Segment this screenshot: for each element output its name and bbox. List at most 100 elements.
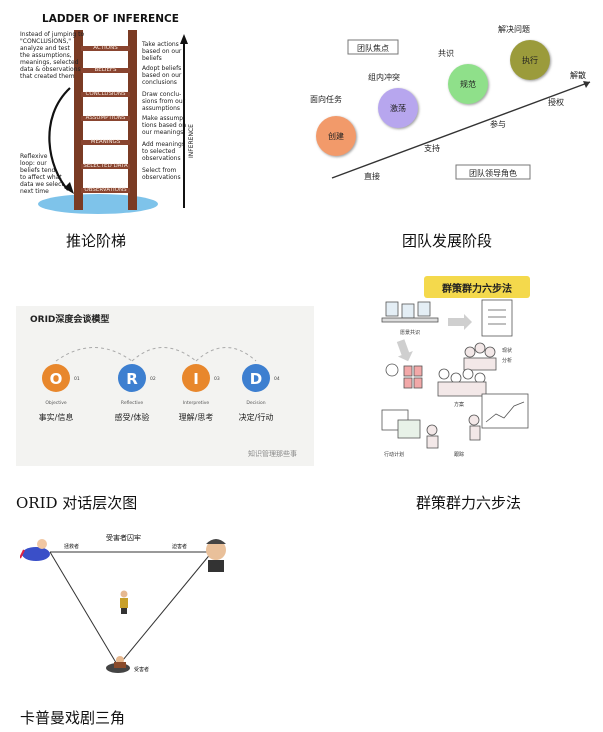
ladder-caption: 推论阶梯 [66,232,127,250]
ideas-icon [385,363,487,397]
ladder-title: LADDER OF INFERENCE [42,13,179,25]
ladder-note-line: based on our [142,72,182,79]
ladder-note-line: conclusions [142,79,177,86]
orid-num: 04 [274,376,280,382]
ladder-note-line: assumptions [142,105,180,112]
ladder-note-line: based on our [142,48,182,55]
orid-num: 03 [214,376,220,382]
ladder-note-line: loop: our [20,160,47,167]
orid-en: Decision [246,400,265,406]
step-label: 方案 [454,401,464,408]
clipboard-icon [481,299,513,337]
ladder-note-line: Instead of jumping to [20,31,84,38]
stage-label: 组内冲突 [368,72,400,82]
step-label: 愿景共识 [400,329,420,336]
step-label: 跟踪 [454,451,464,458]
ladder-note-line: "CONCLUSIONS," [20,38,71,45]
rung-label: CONCLUSIONS [86,91,126,97]
orid-circle [42,364,70,392]
svg-text:Reflexive loop: our: Reflexive loop: our beliefs tend to affe… [20,153,66,195]
center-figure [120,590,128,614]
rung-label: ACTIONS [93,45,118,51]
sixstep-caption: 群策群力六步法 [416,494,522,512]
step-label: 现状 [502,347,512,354]
ladder-note-line: our meanings [142,129,183,136]
ladder-note-line: next time [20,188,49,195]
line-label-dissolve: 解散 [570,70,586,80]
karpman-title: 受害者囚牢 [106,533,141,542]
karpman-caption: 卡普曼戏剧三角 [20,709,126,727]
rung-label: MEANINGS [91,139,121,145]
cups-icon [381,301,439,323]
reflexive-loop-arrow [48,87,71,191]
ladder-note-line: Make assump- [142,115,185,122]
persecutor-figure [206,539,226,572]
ladder-note-line: Adopt beliefs [142,65,181,72]
ladder-note-line: data & observations [20,66,81,73]
inference-label: INFERENCE [188,124,195,158]
stage-circle [448,64,488,104]
stage-circle-label: 创建 [328,131,344,141]
chart-board-icon [468,393,529,441]
ladder-note-line: Reflexive [20,153,48,160]
plan-icon [381,409,439,449]
ladder-note-line: tions based on [142,122,186,129]
ladder-note-line: meanings, selected [20,59,79,66]
orid-letter: I [193,370,199,388]
stage-circle [316,116,356,156]
rescuer-label: 拯救者 [64,543,79,550]
stage-circle [378,88,418,128]
orid-circle [242,364,270,392]
ladder-note-line: beliefs tend [20,167,56,174]
ladder-note-line: Add meanings [142,141,185,148]
orid-zh: 感受/体验 [115,412,150,422]
rung-label: ASSUMPTIONS [86,115,126,121]
ladder-note-line: data we select [20,181,64,188]
stage-label: 解决问题 [498,24,530,34]
stages-caption: 团队发展阶段 [402,232,493,250]
orid-en: Interpretive [183,400,210,406]
orid-letter: D [250,370,262,388]
victim-label: 受害者 [134,666,149,673]
stage-circle-label: 规范 [460,79,476,89]
orid-zh: 决定/行动 [239,412,274,422]
line-label-empower: 授权 [548,97,564,107]
stage-label: 面向任务 [310,94,342,104]
orid-zh: 事实/信息 [39,412,74,422]
orid-circle [118,364,146,392]
victim-figure [106,656,130,673]
ladder-note-line: Take actions [141,41,179,48]
orid-num: 01 [74,376,80,382]
ladder-note-line: Draw conclu- [142,91,181,98]
orid-zh: 理解/思考 [179,412,214,422]
six-step-figure: 群策群力六步法 愿景共识 现状 分析 方案 [372,270,544,472]
step-label: 行动计划 [384,451,404,458]
orid-letter: R [126,370,138,388]
orid-title: ORID深度会谈模型 [30,313,109,325]
ladder-note-line: to selected [142,148,175,155]
orid-en: Objective [45,400,67,406]
stage-circle [510,40,550,80]
ladder-note-line: observations [142,174,181,181]
six-step-title: 群策群力六步法 [442,282,512,295]
ladder-note-line: to affect what [20,174,62,181]
persecutor-label: 迫害者 [172,543,187,550]
ladder-note-line: sions from our [142,98,186,105]
ladder-note-line: beliefs [142,55,162,62]
team-focus-box: 团队焦点 [357,43,389,53]
rung-label: BELIEFS [95,67,117,73]
line-label-support: 支持 [424,143,440,153]
karpman-figure: 受害者囚牢 拯救者 迫害者 受害者 [19,528,230,683]
ladder-of-inference-figure: LADDER OF INFERENCE ACTIONS BELIEFS CONCLU… [18,8,214,214]
stage-circle-label: 激荡 [390,103,406,113]
step-label: 分析 [502,357,512,364]
line-label-participate: 参与 [490,119,506,129]
ladder-note-line: the assumptions, [20,52,72,59]
svg-text:Instead of jumping to "C: Instead of jumping to "CONCLUSIONS," ana… [20,31,86,80]
orid-caption: ORID 对话层次图 [16,494,138,512]
stage-circle-label: 执行 [522,55,538,65]
team-leader-box: 团队领导角色 [469,168,517,178]
people-icon [463,342,497,371]
orid-num: 02 [150,376,156,382]
